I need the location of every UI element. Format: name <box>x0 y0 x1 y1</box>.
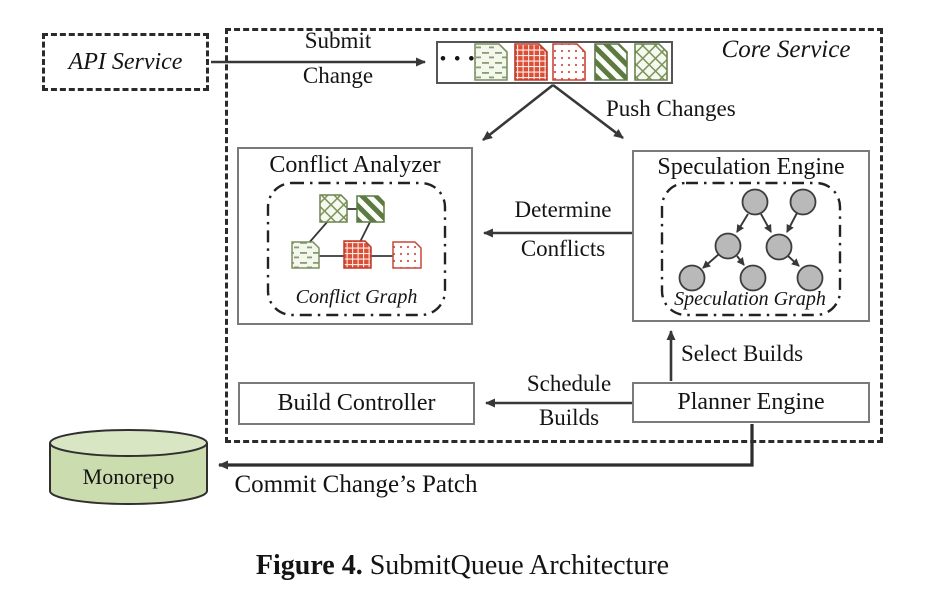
schedule-builds-label-2: Builds <box>538 405 600 430</box>
determine-conflicts-label-2: Conflicts <box>520 236 606 261</box>
queue-ellipsis: • • • <box>440 49 477 68</box>
planner-engine-title: Planner Engine <box>677 389 825 415</box>
figure-caption: Figure 4. SubmitQueue Architecture <box>0 550 925 581</box>
submit-change-label-1: Submit <box>304 28 372 53</box>
submit-change-label-2: Change <box>302 63 374 88</box>
speculation-engine-title: Speculation Engine <box>657 154 845 180</box>
api-service-label: API Service <box>68 48 183 75</box>
figure-caption-title: SubmitQueue Architecture <box>362 550 670 581</box>
monorepo-cylinder-top <box>49 429 208 457</box>
commit-patch-label: Commit Change’s Patch <box>234 471 478 498</box>
determine-conflicts-label-1: Determine <box>514 197 612 222</box>
speculation-graph-label: Speculation Graph <box>674 288 826 310</box>
planner-engine-box: Planner Engine <box>632 382 870 423</box>
build-controller-box: Build Controller <box>238 382 475 425</box>
figure-caption-number: Figure 4. <box>255 550 363 581</box>
conflict-graph-label: Conflict Graph <box>295 286 418 308</box>
build-controller-title: Build Controller <box>277 390 436 416</box>
conflict-analyzer-title: Conflict Analyzer <box>269 152 441 178</box>
monorepo-label: Monorepo <box>82 464 175 489</box>
select-builds-label: Select Builds <box>681 341 804 366</box>
api-service-box: API Service <box>42 33 209 91</box>
schedule-builds-label-1: Schedule <box>526 371 612 396</box>
core-service-label: Core Service <box>721 36 851 63</box>
push-changes-label: Push Changes <box>606 96 736 121</box>
